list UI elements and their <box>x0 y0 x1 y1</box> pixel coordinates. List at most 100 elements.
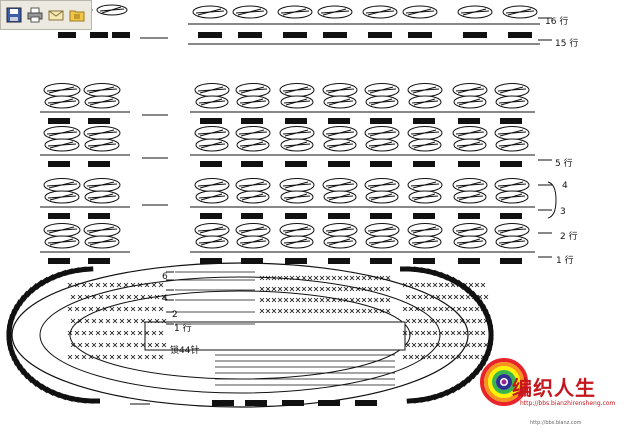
sc-stitch <box>367 286 373 292</box>
sc-stitch <box>283 308 289 314</box>
sc-stitch <box>373 297 379 303</box>
solid-bar-stitch <box>238 32 262 38</box>
puff-stitch-line <box>240 181 265 189</box>
row-label-2: 2 行 <box>560 232 578 242</box>
sc-stitch <box>307 308 313 314</box>
row-label-15: 15 行 <box>555 39 579 49</box>
puff-stitch-line <box>369 129 394 137</box>
sc-stitch <box>325 297 331 303</box>
row-label-1: 1 行 <box>556 256 574 266</box>
bracket <box>547 181 557 219</box>
sc-stitch <box>453 342 459 348</box>
puff-stitch-line <box>241 141 264 149</box>
puff-stitch-line <box>285 98 308 106</box>
sc-stitch <box>289 286 295 292</box>
sc-stitch <box>295 308 301 314</box>
row-label-5: 5 行 <box>555 159 573 169</box>
sc-stitch <box>271 275 277 281</box>
sc-stitch <box>379 275 385 281</box>
save-button[interactable] <box>5 6 23 24</box>
sc-stitch <box>67 330 73 336</box>
sc-stitch <box>119 342 125 348</box>
sc-stitch <box>462 306 468 312</box>
sc-stitch <box>468 330 474 336</box>
puff-stitch-line <box>89 141 114 149</box>
folder-button[interactable] <box>68 6 86 24</box>
puff-stitch-line <box>328 98 351 106</box>
sc-stitch <box>435 294 441 300</box>
sc-stitch <box>414 330 420 336</box>
puff-stitch-line <box>457 86 482 94</box>
sc-stitch <box>277 286 283 292</box>
solid-bar-stitch <box>48 258 70 264</box>
sc-stitch <box>420 354 426 360</box>
sc-stitch <box>98 318 104 324</box>
sc-stitch <box>402 354 408 360</box>
sc-stitch <box>133 342 139 348</box>
puff-stitch-line <box>327 226 352 234</box>
sc-stitch <box>119 318 125 324</box>
sc-stitch <box>283 275 289 281</box>
solid-bar-stitch <box>282 400 304 406</box>
sc-stitch <box>105 318 111 324</box>
sc-stitch <box>133 318 139 324</box>
solid-bar-stitch <box>48 161 70 167</box>
print-button[interactable] <box>26 6 44 24</box>
mail-button[interactable] <box>47 6 65 24</box>
sc-stitch <box>474 306 480 312</box>
sc-stitch <box>411 342 417 348</box>
sc-stitch <box>81 306 87 312</box>
puff-stitch-line <box>101 6 122 14</box>
puff-stitch-line <box>367 8 392 16</box>
sc-stitch <box>343 275 349 281</box>
puff-stitch-line <box>285 238 308 246</box>
sc-stitch <box>414 306 420 312</box>
puff-stitch-line <box>369 86 394 94</box>
sc-stitch <box>483 294 489 300</box>
sc-stitch <box>102 282 108 288</box>
solid-bar-stitch <box>212 400 234 406</box>
puff-stitch-line <box>241 98 264 106</box>
sc-stitch <box>140 342 146 348</box>
solid-bar-stitch <box>408 32 432 38</box>
stitch-count-note: 锁44针 <box>170 346 200 356</box>
solid-bar-stitch <box>328 213 350 219</box>
puff-stitch-line <box>457 129 482 137</box>
sc-stitch <box>88 354 94 360</box>
puff-stitch-line <box>240 226 265 234</box>
sc-stitch <box>144 354 150 360</box>
sc-stitch <box>343 286 349 292</box>
sc-stitch <box>474 354 480 360</box>
solid-bar-stitch <box>458 258 480 264</box>
sc-stitch <box>405 294 411 300</box>
sc-stitch <box>459 342 465 348</box>
puff-stitch-line <box>500 193 523 201</box>
sc-stitch <box>420 282 426 288</box>
sc-stitch <box>438 330 444 336</box>
sc-stitch <box>468 306 474 312</box>
sc-stitch <box>126 318 132 324</box>
puff-stitch-line <box>412 181 437 189</box>
sc-stitch <box>140 318 146 324</box>
sc-stitch <box>144 306 150 312</box>
sc-stitch <box>123 282 129 288</box>
sc-stitch <box>435 342 441 348</box>
sc-stitch <box>119 294 125 300</box>
sc-stitch <box>88 306 94 312</box>
sc-stitch <box>259 275 265 281</box>
solid-bar-stitch <box>48 213 70 219</box>
sc-stitch <box>331 275 337 281</box>
sc-stitch <box>444 306 450 312</box>
sc-stitch <box>468 354 474 360</box>
puff-stitch-line <box>413 98 436 106</box>
sc-stitch <box>477 342 483 348</box>
solid-bar-stitch <box>500 161 522 167</box>
sc-stitch <box>423 318 429 324</box>
sc-stitch <box>408 306 414 312</box>
sc-stitch <box>265 297 271 303</box>
sc-stitch <box>289 297 295 303</box>
sc-stitch <box>337 308 343 314</box>
sc-stitch <box>361 275 367 281</box>
sc-stitch <box>307 286 313 292</box>
